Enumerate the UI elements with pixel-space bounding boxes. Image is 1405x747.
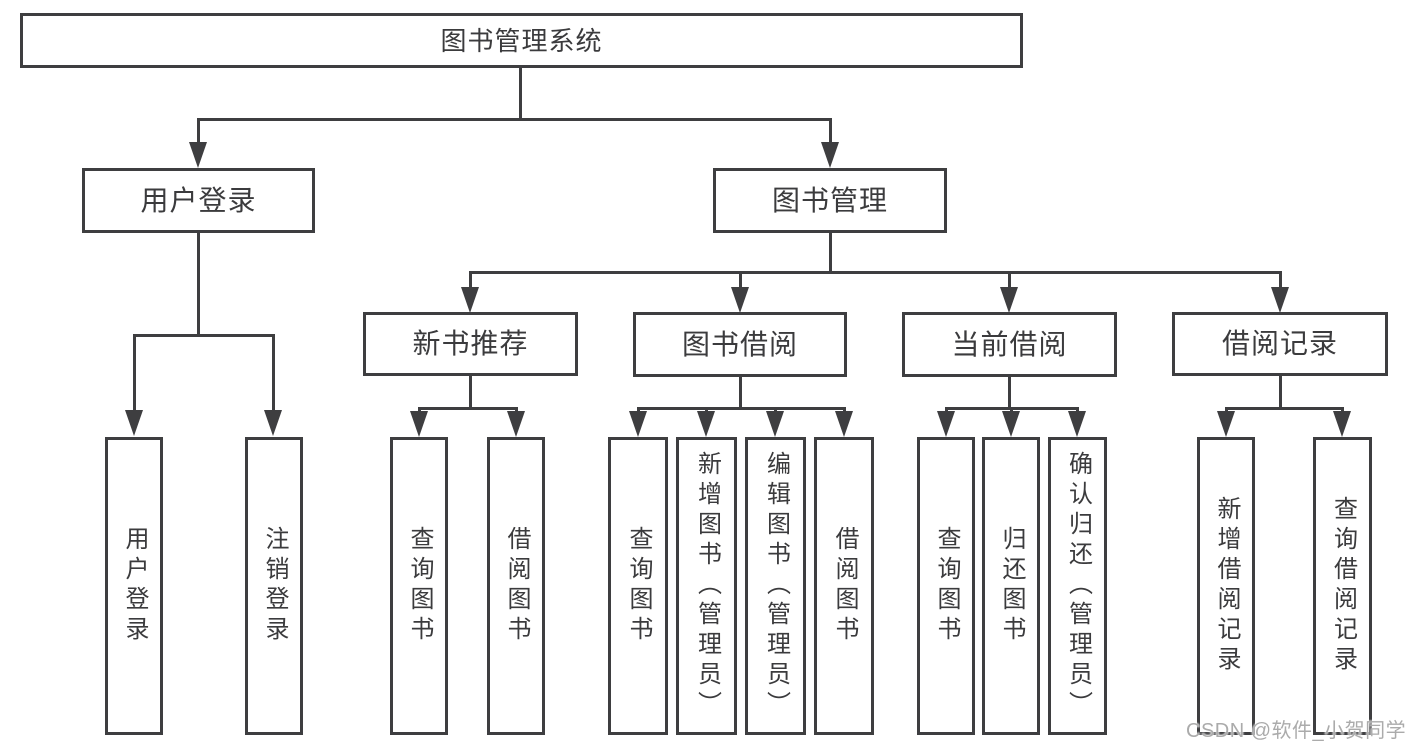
- connector-line: [843, 407, 846, 414]
- arrow-down-icon: [821, 142, 839, 168]
- node-leaf-current-query-books: 查询图书: [917, 437, 975, 735]
- connector-line: [637, 407, 640, 414]
- connector-line: [197, 118, 832, 121]
- connector-line: [133, 334, 275, 337]
- connector-line: [418, 407, 518, 410]
- connector-line: [739, 271, 742, 289]
- connector-line: [637, 407, 845, 410]
- connector-line: [1341, 407, 1344, 414]
- connector-line: [829, 118, 832, 144]
- connector-line: [469, 271, 1282, 274]
- node-leaf-query-borrow-record: 查询借阅记录: [1313, 437, 1372, 735]
- connector-line: [197, 118, 200, 144]
- arrow-down-icon: [461, 287, 479, 313]
- node-book-management: 图书管理: [713, 168, 947, 233]
- node-library-management-system: 图书管理系统: [20, 13, 1023, 68]
- node-leaf-return-books: 归还图书: [982, 437, 1040, 735]
- arrow-down-icon: [697, 411, 715, 437]
- connector-line: [197, 230, 200, 337]
- node-leaf-user-login: 用户登录: [105, 437, 163, 735]
- arrow-down-icon: [629, 411, 647, 437]
- watermark: CSDN @软件_小贺同学: [1186, 720, 1405, 742]
- node-borrow-records: 借阅记录: [1172, 312, 1388, 376]
- connector-line: [774, 407, 777, 414]
- connector-line: [1279, 375, 1282, 410]
- connector-line: [1076, 407, 1079, 414]
- connector-line: [829, 230, 832, 274]
- node-current-borrow: 当前借阅: [902, 312, 1117, 377]
- node-leaf-borrow-query-books: 查询图书: [608, 437, 668, 735]
- node-leaf-borrow-books: 借阅图书: [814, 437, 874, 735]
- arrow-down-icon: [766, 411, 784, 437]
- arrow-down-icon: [189, 142, 207, 168]
- arrow-down-icon: [731, 287, 749, 313]
- node-leaf-recommend-borrow-books: 借阅图书: [487, 437, 545, 735]
- connector-line: [515, 407, 518, 414]
- connector-line: [1225, 407, 1344, 410]
- node-leaf-add-borrow-record: 新增借阅记录: [1197, 437, 1255, 735]
- connector-line: [1008, 375, 1011, 410]
- node-book-borrow: 图书借阅: [633, 312, 847, 377]
- arrow-down-icon: [1068, 411, 1086, 437]
- connector-line: [469, 271, 472, 289]
- connector-line: [705, 407, 708, 414]
- arrow-down-icon: [937, 411, 955, 437]
- connector-line: [945, 407, 948, 414]
- arrow-down-icon: [410, 411, 428, 437]
- node-leaf-recommend-query-books: 查询图书: [390, 437, 448, 735]
- connector-line: [272, 334, 275, 412]
- arrow-down-icon: [1002, 411, 1020, 437]
- connector-line: [739, 375, 742, 410]
- node-leaf-logout: 注销登录: [245, 437, 303, 735]
- connector-line: [418, 407, 421, 414]
- node-leaf-confirm-return-admin: 确认归还（管理员）: [1048, 437, 1107, 735]
- arrow-down-icon: [1271, 287, 1289, 313]
- connector-line: [133, 334, 136, 412]
- arrow-down-icon: [507, 411, 525, 437]
- node-new-book-recommend: 新书推荐: [363, 312, 578, 376]
- node-leaf-add-books-admin: 新增图书（管理员）: [676, 437, 737, 735]
- node-leaf-edit-books-admin: 编辑图书（管理员）: [745, 437, 806, 735]
- arrow-down-icon: [125, 410, 143, 436]
- connector-line: [1008, 271, 1011, 289]
- connector-line: [1279, 271, 1282, 289]
- node-user-login: 用户登录: [82, 168, 315, 233]
- arrow-down-icon: [1333, 411, 1351, 437]
- arrow-down-icon: [1000, 287, 1018, 313]
- arrow-down-icon: [1217, 411, 1235, 437]
- connector-line: [469, 374, 472, 410]
- connector-line: [1225, 407, 1228, 414]
- arrow-down-icon: [264, 410, 282, 436]
- connector-line: [1010, 407, 1013, 414]
- arrow-down-icon: [835, 411, 853, 437]
- connector-line: [519, 66, 522, 119]
